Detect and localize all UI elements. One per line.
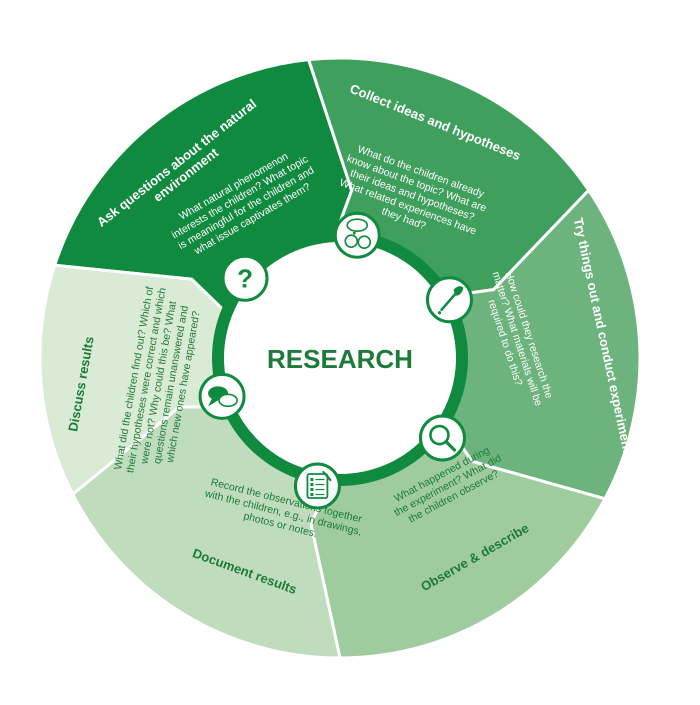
pipette-icon <box>425 276 473 324</box>
segment-try-things-out-and-conduct-e: Try things out and conduct experimentsHo… <box>443 187 642 501</box>
center-layer: RESEARCH <box>212 230 468 486</box>
question-mark-icon: ? <box>221 254 269 302</box>
children-thinking-icon <box>333 211 381 259</box>
center-disc <box>224 242 456 474</box>
speech-bubbles-icon <box>198 372 246 420</box>
icons-layer: ? <box>198 211 473 510</box>
svg-text:?: ? <box>237 263 253 293</box>
center-title: RESEARCH <box>267 344 413 374</box>
segments-layer: Ask questions about the naturalenvironme… <box>38 56 642 660</box>
segment-wedge <box>38 263 228 497</box>
clipboard-icon <box>293 462 341 510</box>
magnifier-icon <box>418 414 466 462</box>
